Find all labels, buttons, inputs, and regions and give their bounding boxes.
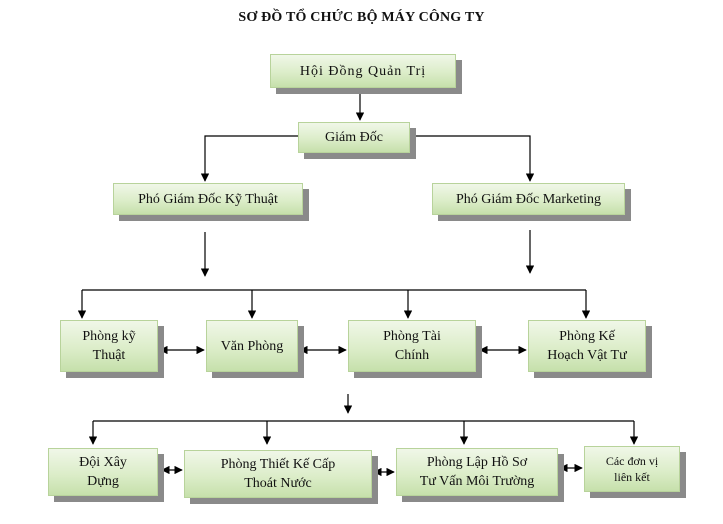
node-environment: Phòng Lập Hồ Sơ Tư Vấn Môi Trường (396, 448, 558, 496)
node-dept-finance: Phòng Tài Chính (348, 320, 476, 372)
node-environment-label: Phòng Lập Hồ Sơ Tư Vấn Môi Trường (419, 455, 535, 489)
arrow-director-to-deputy-marketing (410, 135, 535, 182)
node-water-design-label: Phòng Thiết Kế Cấp Thoát Nước (220, 457, 336, 491)
node-director-label: Giám Đốc (325, 130, 383, 145)
node-dept-planning-label: Phòng Kế Hoạch Vật Tư (547, 329, 627, 363)
arrow-director-to-deputy-technical (200, 135, 298, 182)
node-deputy-technical: Phó Giám Đốc Kỹ Thuật (113, 183, 303, 215)
node-deputy-technical-label: Phó Giám Đốc Kỹ Thuật (138, 191, 278, 207)
node-dept-planning: Phòng Kế Hoạch Vật Tư (528, 320, 646, 372)
node-construction-team-label: Đội Xây Dựng (79, 455, 127, 489)
node-office: Văn Phòng (206, 320, 298, 372)
node-dept-technical-label: Phòng kỹ Thuật (82, 329, 136, 363)
node-affiliates: Các đơn vị liên kết (584, 446, 680, 492)
node-construction-team: Đội Xây Dựng (48, 448, 158, 496)
node-affiliates-label: Các đơn vị liên kết (605, 454, 659, 484)
node-board-label: Hội Đồng Quản Trị (299, 63, 427, 79)
chart-title: SƠ ĐỒ TỔ CHỨC BỘ MÁY CÔNG TY (238, 10, 485, 25)
node-deputy-marketing: Phó Giám Đốc Marketing (432, 183, 625, 215)
node-dept-finance-label: Phòng Tài Chính (383, 329, 441, 363)
node-water-design: Phòng Thiết Kế Cấp Thoát Nước (184, 450, 372, 498)
node-deputy-marketing-label: Phó Giám Đốc Marketing (455, 191, 602, 207)
node-board: Hội Đồng Quản Trị (270, 54, 456, 88)
node-dept-technical: Phòng kỹ Thuật (60, 320, 158, 372)
node-office-label: Văn Phòng (220, 338, 284, 354)
node-director: Giám Đốc (298, 122, 410, 153)
